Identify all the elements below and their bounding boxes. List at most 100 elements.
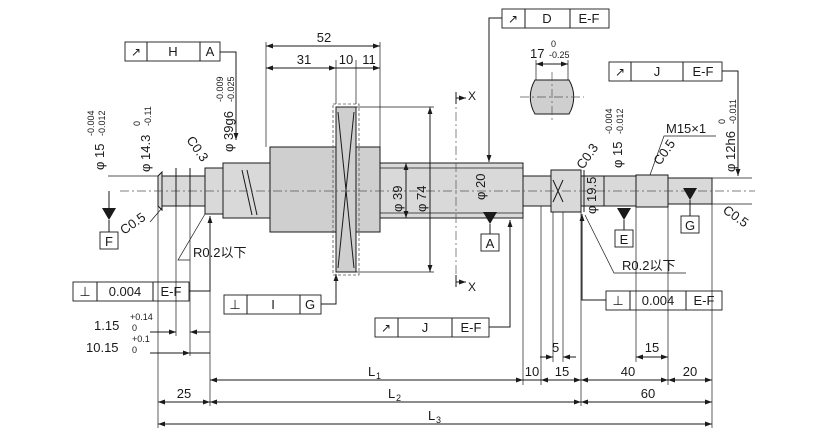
frame-perp-right-symbol: ⊥: [612, 293, 623, 308]
frame-j-ef-bottom-symbol: ↗: [381, 321, 391, 335]
dim-phi20: φ 20: [473, 173, 488, 200]
frame-perp-i-symbol: ⊥: [229, 297, 240, 312]
dim-phi15-left: φ 15: [92, 143, 107, 170]
dim-phi12h6: φ 12h6: [723, 131, 738, 172]
dim-r02-left: R0.2以下: [193, 245, 246, 260]
dim-L1-sub: 1: [376, 371, 381, 381]
dim-phi19: φ 19.5: [584, 177, 599, 214]
dim-1015: 10.15: [86, 340, 119, 355]
break-mark-1: [241, 169, 253, 216]
frame-perp-left-datum: E-F: [161, 284, 182, 299]
dim-c05-right-top: C0.5: [650, 137, 678, 168]
dim-17-lower: -0.25: [549, 50, 570, 60]
bottom-dimensions: 5 15 L 1 10 15 40 20 25 L 2 60 L 3: [157, 204, 713, 428]
dim-r02-right: R0.2以下: [622, 258, 675, 273]
datum-a: A: [480, 212, 500, 252]
dim-L3: L: [428, 408, 435, 423]
label-x-top: X: [468, 89, 476, 103]
frame-perp-right-datum: E-F: [694, 293, 715, 308]
frame-j-ef-top-ref: J: [654, 64, 661, 79]
frame-j-ef-bottom: ↗ J E-F: [374, 220, 513, 338]
frame-d-ef-datum: E-F: [579, 11, 600, 26]
dim-phi74: φ 74: [414, 185, 429, 212]
nut-diameter-labels: φ 39 φ 74 φ 20: [356, 106, 488, 273]
datum-g-label: G: [685, 218, 695, 233]
frame-perp-i-datum: G: [305, 297, 315, 312]
dim-c05-left: C0.5: [117, 209, 148, 237]
frame-d-ef-symbol: ↗: [508, 12, 518, 26]
nut-body: [269, 146, 337, 233]
frame-j-ef-top-symbol: ↗: [615, 65, 625, 79]
dim-phi39g6-upper: -0.009: [215, 76, 225, 102]
frame-d-ef-ref: D: [542, 11, 551, 26]
dim-1015-upper: +0.1: [132, 334, 150, 344]
datum-g: G: [680, 188, 700, 234]
dim-c03-right: C0.3: [573, 141, 601, 172]
dim-31: 31: [297, 52, 311, 67]
dim-L1: L: [368, 364, 375, 379]
dim-20: 20: [683, 364, 697, 379]
frame-perp-right-tol: 0.004: [642, 293, 675, 308]
dim-115: 1.15: [94, 318, 119, 333]
dim-115-upper: +0.14: [130, 312, 153, 322]
dim-phi15-right-lower: -0.012: [615, 108, 625, 134]
frame-d-ef: ↗ D E-F: [486, 8, 610, 162]
frame-j-ef-bottom-ref: J: [422, 320, 429, 335]
dim-L3-sub: 3: [436, 415, 441, 425]
datum-a-label: A: [486, 236, 495, 251]
datum-f: F: [99, 191, 119, 250]
label-x-bottom: X: [468, 280, 476, 294]
frame-perp-i-ref: I: [271, 297, 275, 312]
dim-25: 25: [177, 386, 191, 401]
dim-17-group: 17 0 -0.25: [530, 39, 570, 80]
dim-1015-lower: 0: [132, 345, 137, 355]
frame-h-a: ↗ H A: [124, 41, 239, 140]
dim-10: 10: [339, 52, 353, 67]
frame-perp-left: ⊥ 0.004 E-F: [72, 216, 213, 302]
dim-phi39g6: φ 39g6: [221, 111, 236, 152]
dim-phi12h6-lower: -0.011: [728, 99, 738, 124]
flange-outline: [332, 103, 360, 276]
dim-52: 52: [317, 30, 331, 45]
frame-j-ef-top-datum: E-F: [693, 64, 714, 79]
dim-phi39g6-lower: -0.025: [226, 76, 236, 102]
dim-phi12h6-upper: 0: [717, 119, 727, 124]
dim-15-b: 15: [555, 364, 569, 379]
datum-e: E: [614, 208, 634, 248]
dim-phi14-lower: -0.11: [143, 106, 153, 126]
break-mark-2: [246, 169, 258, 216]
dim-phi15-right: φ 15: [610, 141, 625, 168]
frame-perp-right: ⊥ 0.004 E-F: [579, 214, 723, 311]
dim-c03-left: C0.3: [184, 133, 212, 164]
datum-f-label: F: [105, 234, 113, 249]
frame-j-ef-top: ↗ J E-F: [608, 61, 741, 176]
top-dimensions: 52 31 10 11: [265, 30, 381, 147]
dim-phi15-left-lower: -0.012: [97, 110, 107, 136]
frame-h-a-datum: A: [206, 44, 215, 59]
dim-115-lower: 0: [132, 323, 137, 333]
dim-17-upper: 0: [551, 39, 556, 49]
dim-phi14: φ 14.3: [138, 135, 153, 172]
left-small-dims: 1.15 +0.14 0 10.15 +0.1 0: [86, 206, 211, 406]
frame-perp-left-tol: 0.004: [109, 284, 142, 299]
dim-m15: M15×1: [666, 121, 706, 136]
dim-phi14-upper: 0: [132, 121, 142, 126]
nut-hub: [355, 146, 381, 233]
section-view: [520, 72, 584, 122]
frame-perp-left-symbol: ⊥: [79, 284, 90, 299]
frame-perp-i: ⊥ I G: [223, 274, 339, 315]
flange-cross-2: [337, 111, 355, 269]
dim-15-a: 15: [645, 340, 659, 355]
dim-17: 17: [530, 46, 544, 61]
frame-h-a-ref: H: [168, 44, 177, 59]
datum-e-label: E: [620, 232, 629, 247]
dim-phi15-right-upper: -0.004: [604, 108, 614, 134]
dim-60: 60: [641, 386, 655, 401]
frame-j-ef-bottom-datum: E-F: [461, 320, 482, 335]
dim-5: 5: [552, 340, 559, 355]
dim-phi39: φ 39: [390, 185, 405, 212]
dim-10-b: 10: [525, 364, 539, 379]
dim-c05-right: C0.5: [720, 202, 751, 230]
dim-40: 40: [621, 364, 635, 379]
